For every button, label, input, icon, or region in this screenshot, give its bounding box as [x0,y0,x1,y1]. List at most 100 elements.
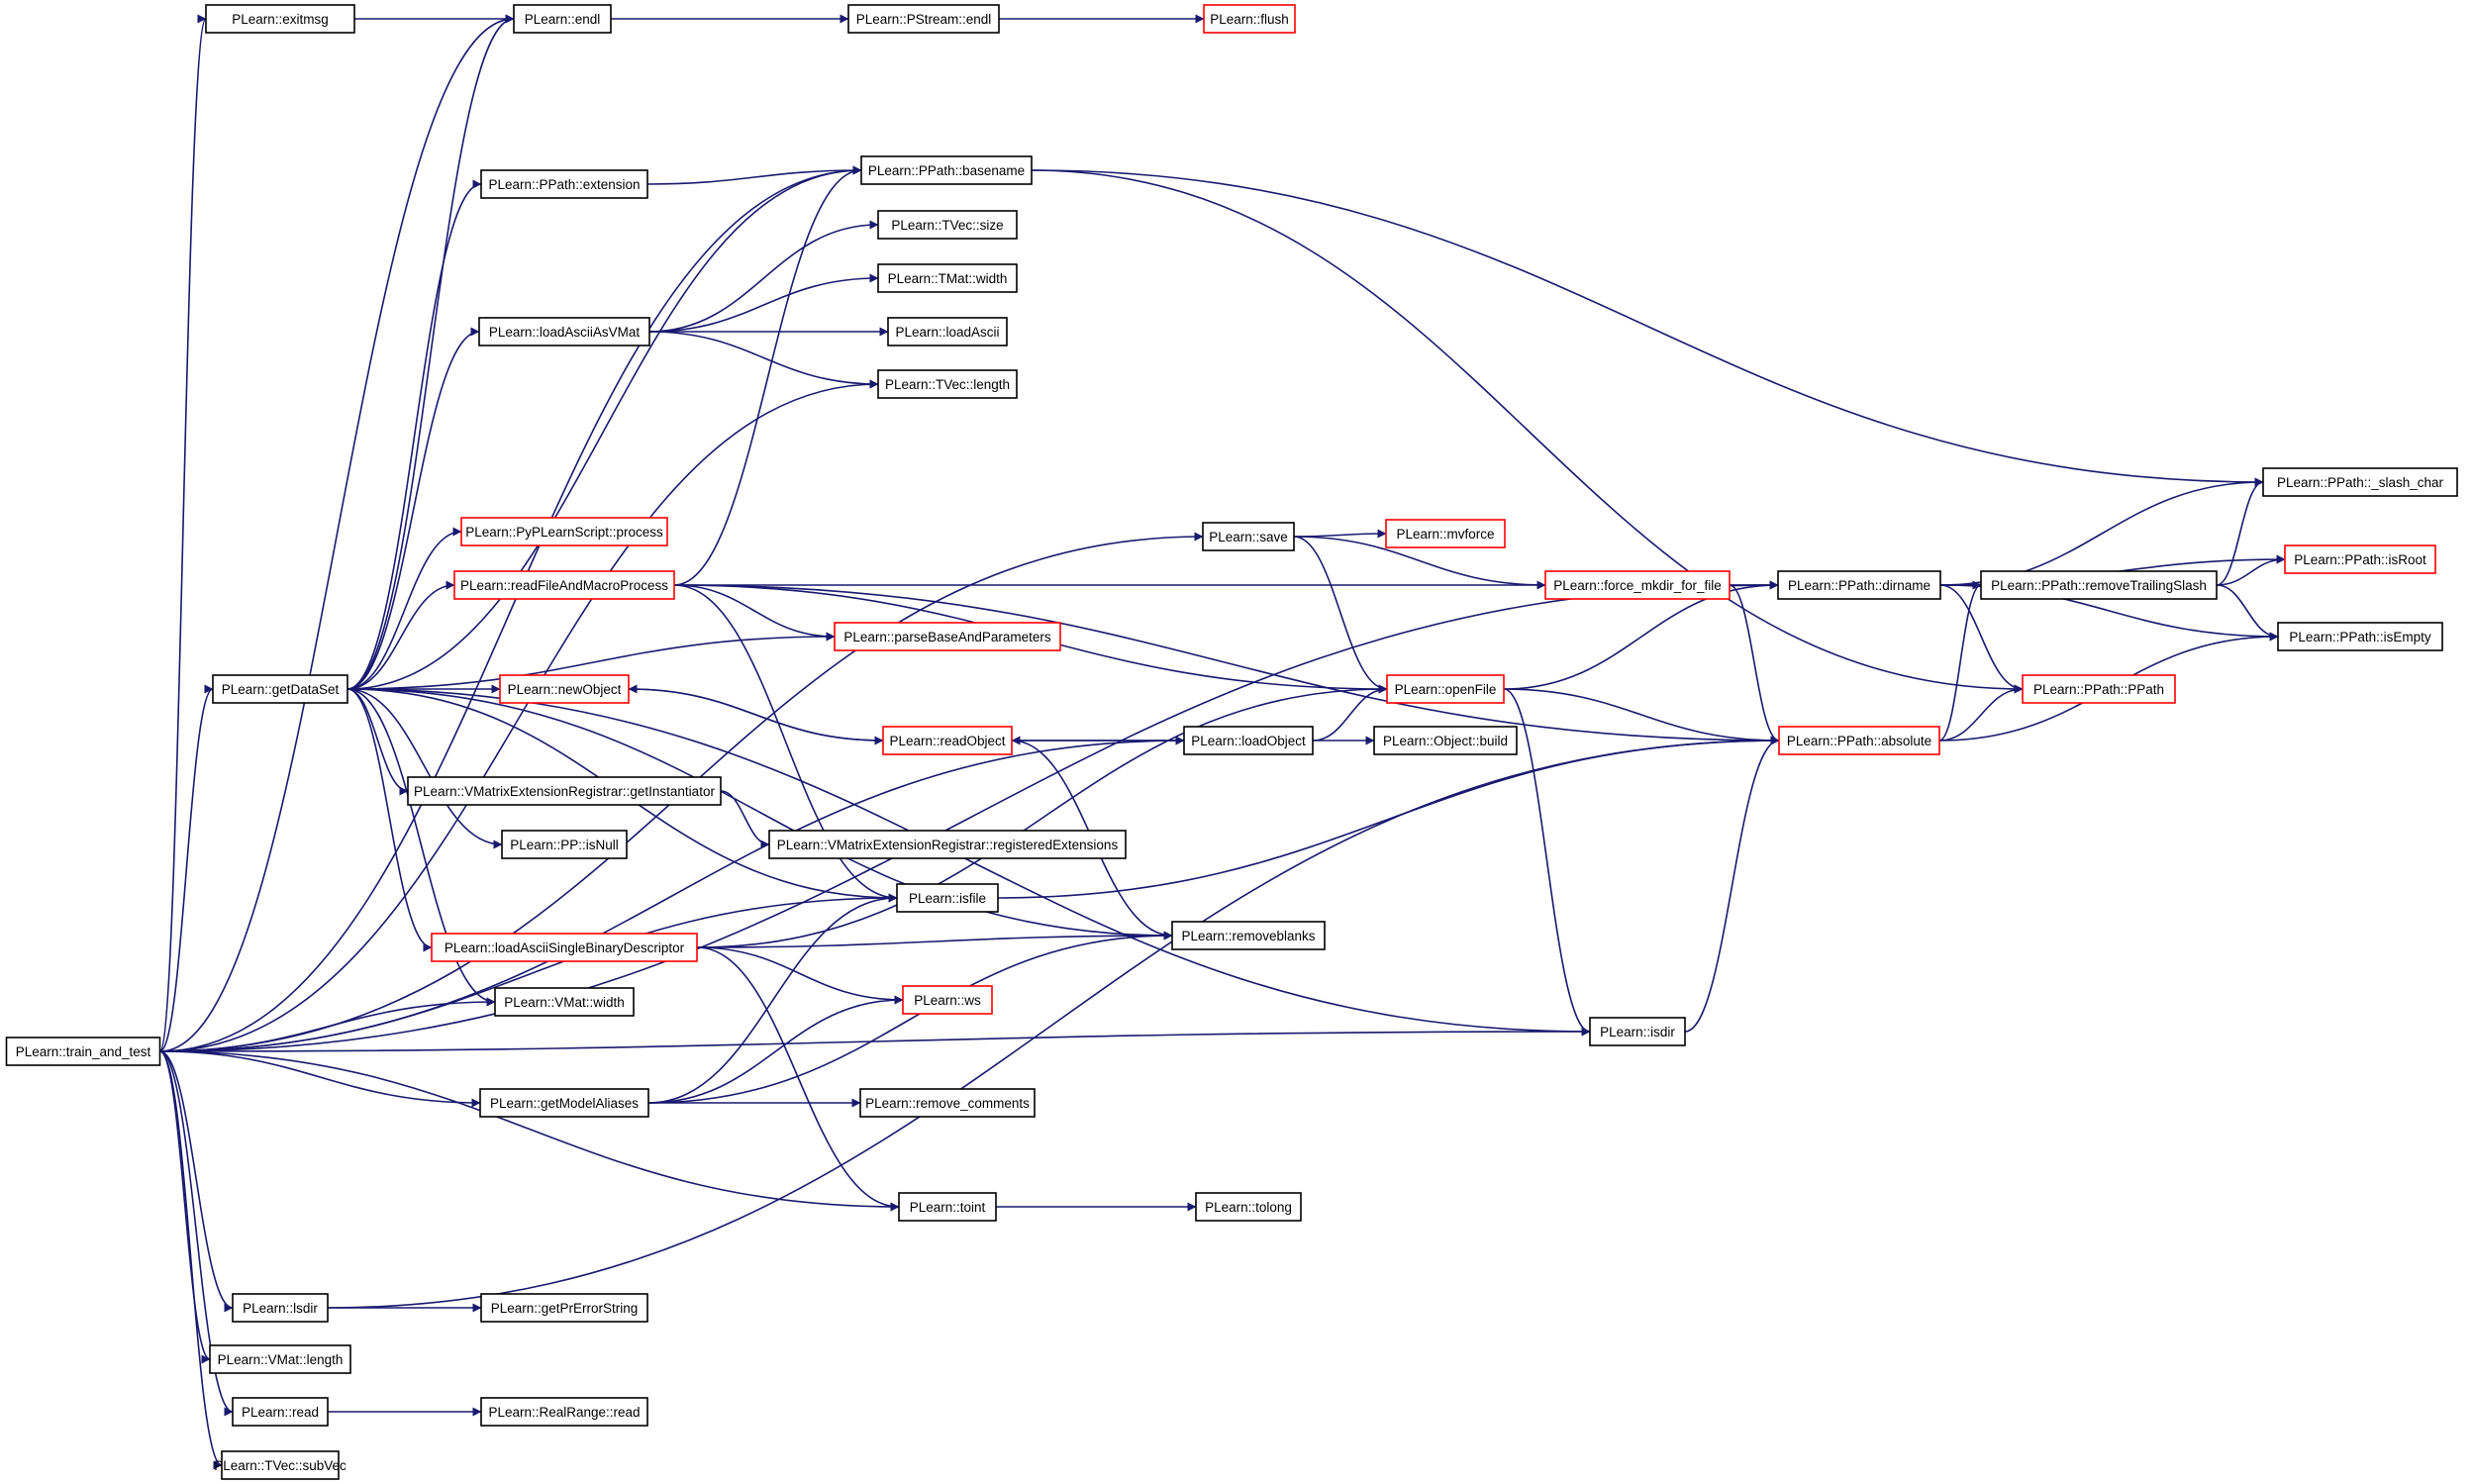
node-tvec-length[interactable]: PLearn::TVec::length [877,369,1018,399]
node-loadAsciiAsVMat[interactable]: PLearn::loadAsciiAsVMat [478,317,650,346]
call-edge-lsdir-to-absolute [327,736,1780,1309]
edge-layer [158,14,2286,1470]
node-loadAsciiSingleBinaryDescriptor[interactable]: PLearn::loadAsciiSingleBinaryDescriptor [431,933,698,962]
node-box [212,674,348,704]
node-pyplearn-process[interactable]: PLearn::PyPLearnScript::process [460,517,668,546]
node-label: PLearn::tolong [1205,1200,1292,1215]
node-slash-char[interactable]: PLearn::PPath::_slash_char [2262,467,2458,497]
node-label: PLearn::PPath::isRoot [2294,552,2426,567]
node-label: PLearn::mvforce [1396,527,1494,542]
node-registeredExtensions[interactable]: PLearn::VMatrixExtensionRegistrar::regis… [768,830,1127,859]
node-label: PLearn::RealRange::read [488,1405,640,1420]
call-edge-train_and_test-to-lsdir [159,1050,234,1313]
node-box [898,1192,997,1222]
node-save[interactable]: PLearn::save [1202,522,1295,551]
node-getDataSet[interactable]: PLearn::getDataSet [212,674,348,704]
node-label: PLearn::PPath::dirname [1788,578,1930,593]
call-edge-absolute-to-ppath_ctor [1938,684,2024,742]
node-read[interactable]: PLearn::read [232,1397,329,1427]
node-box [221,1450,340,1480]
node-vmat-width[interactable]: PLearn::VMat::width [494,987,635,1017]
node-box [205,4,355,34]
node-isEmpty[interactable]: PLearn::PPath::isEmpty [2277,622,2443,651]
node-ws[interactable]: PLearn::ws [902,985,993,1015]
node-label: PLearn::TVec::subVec [214,1458,346,1473]
node-box [2022,674,2176,704]
call-edge-getModelAliases-to-ws [647,995,904,1104]
node-tvec-subVec[interactable]: PLearn::TVec::subVec [214,1450,346,1480]
call-edge-loadAsciiAsVMat-to-tvec_size [648,220,879,333]
node-readFileAndMacroProcess[interactable]: PLearn::readFileAndMacroProcess [453,570,675,600]
node-pp-isNull[interactable]: PLearn::PP::isNull [501,830,628,859]
node-label: PLearn::PPath::removeTrailingSlash [1991,578,2207,593]
node-box [5,1037,161,1066]
node-dirname[interactable]: PLearn::PPath::dirname [1777,570,1941,600]
node-label: PLearn::ws [914,993,981,1008]
node-getPrErrorString[interactable]: PLearn::getPrErrorString [480,1293,648,1323]
node-removeTrailingSlash[interactable]: PLearn::PPath::removeTrailingSlash [1980,570,2218,600]
node-isRoot[interactable]: PLearn::PPath::isRoot [2284,544,2436,574]
call-edge-readFileAndMacroProcess-to-isfile [673,584,898,903]
node-box [480,169,648,199]
node-tmat-width[interactable]: PLearn::TMat::width [877,263,1018,293]
node-label: PLearn::lsdir [243,1301,318,1316]
node-basename[interactable]: PLearn::PPath::basename [860,155,1033,185]
node-force-mkdir-for-file[interactable]: PLearn::force_mkdir_for_file [1544,570,1731,600]
node-label: PLearn::isdir [1600,1025,1675,1039]
node-box [407,776,722,806]
node-label: PLearn::PPath::absolute [1787,734,1931,748]
node-pstream-endl[interactable]: PLearn::PStream::endl [847,4,1000,34]
node-realrange-read[interactable]: PLearn::RealRange::read [480,1397,648,1427]
node-ppath-ctor[interactable]: PLearn::PPath::PPath [2022,674,2176,704]
node-flush[interactable]: PLearn::flush [1203,4,1296,34]
node-getModelAliases[interactable]: PLearn::getModelAliases [479,1088,649,1118]
node-box [232,1397,329,1427]
node-removeblanks[interactable]: PLearn::removeblanks [1171,921,1326,950]
node-vmat-length[interactable]: PLearn::VMat::length [209,1344,351,1374]
call-edge-getModelAliases-to-isfile [647,893,898,1104]
node-train-and-test[interactable]: PLearn::train_and_test [5,1037,161,1066]
node-absolute[interactable]: PLearn::PPath::absolute [1778,726,1940,755]
node-remove-comments[interactable]: PLearn::remove_comments [859,1088,1036,1118]
call-edge-save-to-force_mkdir_for_file [1293,536,1546,590]
node-newObject[interactable]: PLearn::newObject [499,674,630,704]
node-tvec-size[interactable]: PLearn::TVec::size [877,210,1018,240]
node-box [479,1088,649,1118]
node-label: PLearn::endl [525,12,601,27]
call-edge-getDataSet-to-extension [346,179,482,690]
node-lsdir[interactable]: PLearn::lsdir [232,1293,329,1323]
node-object-build[interactable]: PLearn::Object::build [1373,726,1518,755]
node-isdir[interactable]: PLearn::isdir [1589,1017,1686,1046]
node-label: PLearn::VMatrixExtensionRegistrar::getIn… [414,784,715,799]
node-endl[interactable]: PLearn::endl [513,4,612,34]
node-mvforce[interactable]: PLearn::mvforce [1385,519,1506,548]
node-box [882,726,1013,755]
node-box [209,1344,351,1374]
call-edge-getDataSet-to-isdir [346,688,1591,1037]
node-toint[interactable]: PLearn::toint [898,1192,997,1222]
node-extension[interactable]: PLearn::PPath::extension [480,169,648,199]
node-getInstantiator[interactable]: PLearn::VMatrixExtensionRegistrar::getIn… [407,776,722,806]
node-exitmsg[interactable]: PLearn::exitmsg [205,4,355,34]
call-edge-loadAsciiSingleBinaryDescriptor-to-removeblanks [696,931,1173,948]
node-tolong[interactable]: PLearn::tolong [1195,1192,1302,1222]
node-loadAscii[interactable]: PLearn::loadAscii [887,317,1008,346]
node-parseBaseAndParameters[interactable]: PLearn::parseBaseAndParameters [834,622,1061,651]
node-loadObject[interactable]: PLearn::loadObject [1183,726,1314,755]
node-readObject[interactable]: PLearn::readObject [882,726,1013,755]
node-label: PLearn::Object::build [1383,734,1508,748]
call-edge-train_and_test-to-read [159,1050,234,1417]
node-box [1544,570,1731,600]
node-box [1202,522,1295,551]
node-label: PLearn::loadObject [1191,734,1306,748]
call-edge-train_and_test-to-basename [159,165,862,1052]
node-box [1195,1192,1302,1222]
node-box [896,883,999,913]
node-openFile[interactable]: PLearn::openFile [1386,674,1505,704]
node-box [501,830,628,859]
node-label: PLearn::remove_comments [865,1096,1030,1111]
node-box [499,674,630,704]
node-isfile[interactable]: PLearn::isfile [896,883,999,913]
node-label: PLearn::parseBaseAndParameters [843,630,1051,644]
call-edge-isfile-to-absolute [997,736,1780,899]
